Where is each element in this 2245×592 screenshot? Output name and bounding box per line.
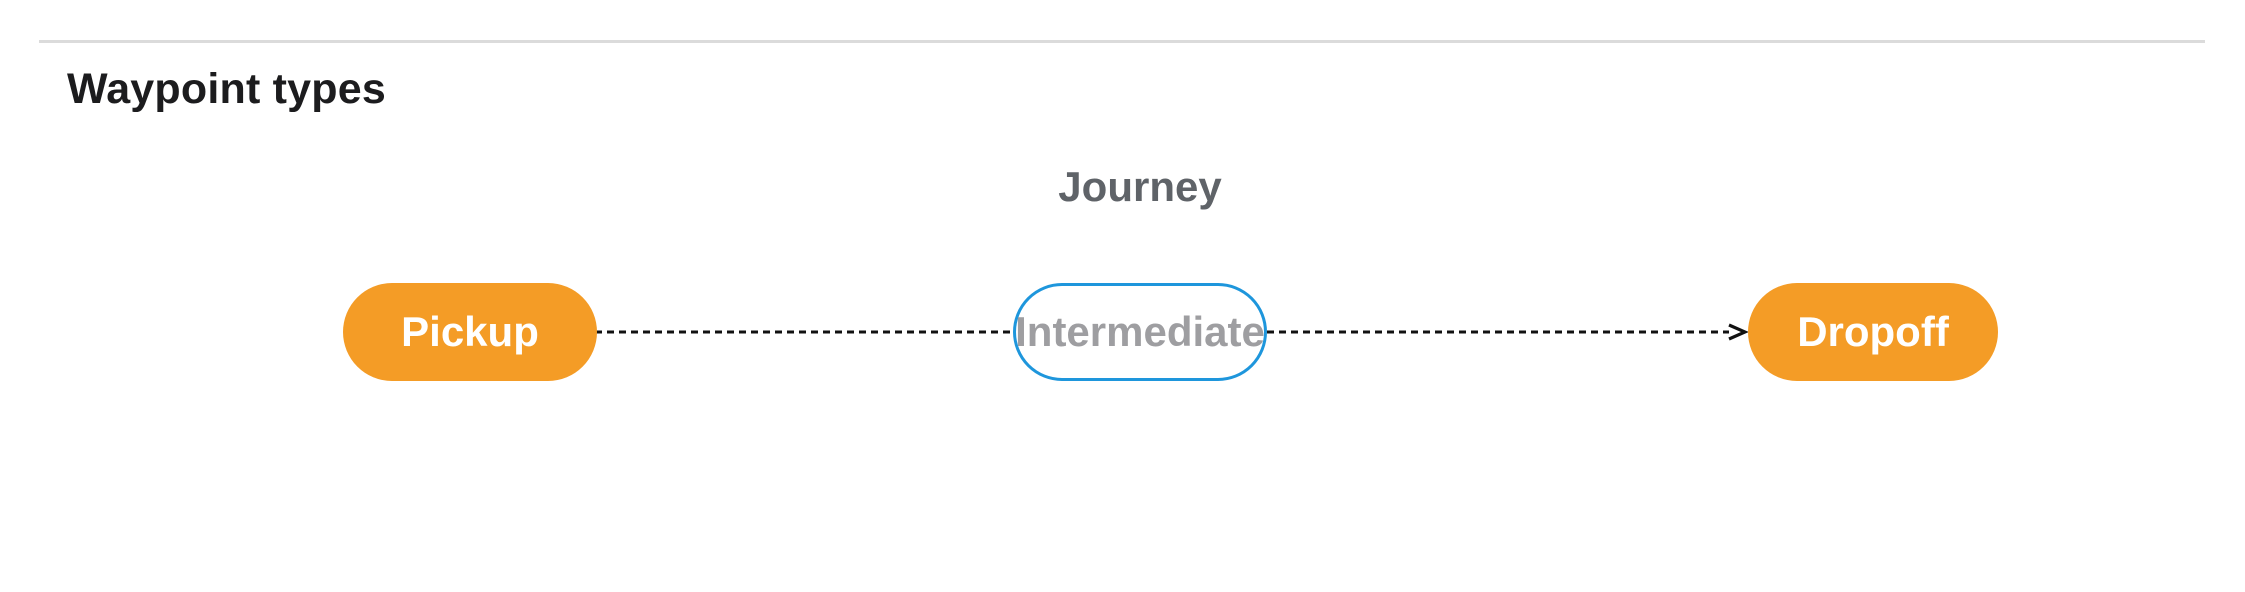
diagram-title: Journey: [1058, 163, 1222, 210]
node-intermediate-label: Intermediate: [1015, 308, 1265, 355]
node-pickup-label: Pickup: [401, 308, 539, 355]
node-dropoff-label: Dropoff: [1797, 308, 1949, 355]
node-pickup: Pickup: [343, 283, 597, 381]
top-divider: [39, 40, 2205, 43]
node-dropoff: Dropoff: [1748, 283, 1998, 381]
section-title: Waypoint types: [67, 65, 386, 113]
node-intermediate: Intermediate: [1013, 283, 1267, 381]
